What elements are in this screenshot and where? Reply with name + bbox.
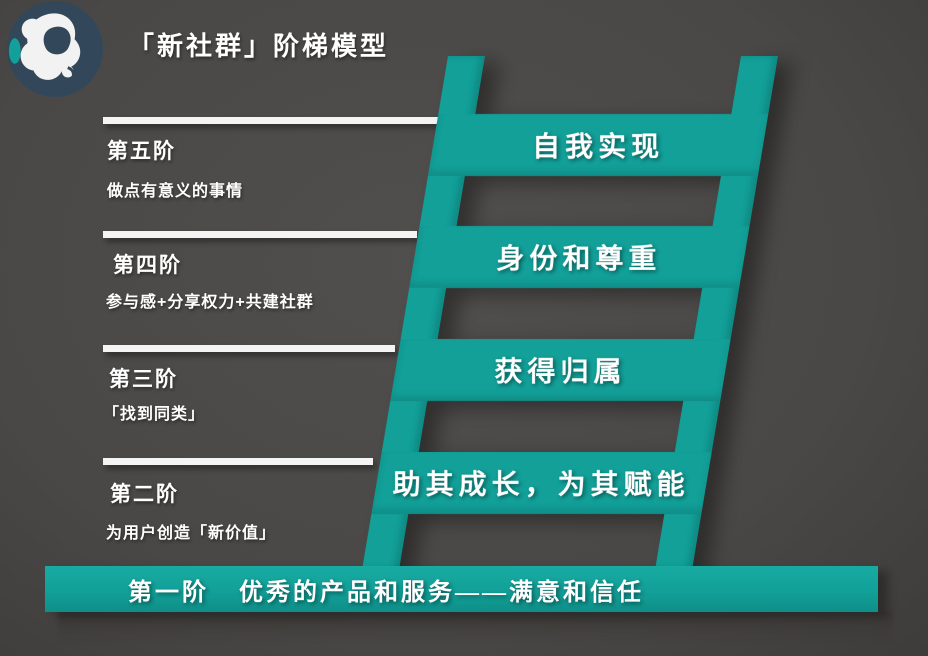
level-2-desc: 为用户创造「新价值」 [106, 525, 277, 542]
level-4-desc: 参与感+分享权力+共建社群 [106, 294, 314, 311]
level-2-name: 第二阶 [110, 483, 179, 506]
level-3-desc: 「找到同类」 [103, 406, 206, 423]
ladder: 自我实现 身份和尊重 获得归属 助其成长，为其赋能 [360, 56, 778, 580]
monkey-logo-icon [6, 0, 104, 98]
ladder-rung-3: 获得归属 [390, 339, 731, 401]
rung-label-identity-respect: 身份和尊重 [496, 244, 662, 275]
rung-label-growth-empower: 助其成长，为其赋能 [393, 470, 691, 501]
level-3-divider [103, 345, 395, 352]
base-level-text: 优秀的产品和服务——满意和信任 [239, 579, 644, 606]
ladder-rung-4: 助其成长，为其赋能 [371, 452, 712, 514]
rung-label-belonging: 获得归属 [494, 357, 627, 388]
base-level-label: 第一阶 [128, 579, 209, 606]
page-title: 「新社群」阶梯模型 [128, 31, 390, 61]
level-4-divider [103, 231, 417, 238]
level-5-name: 第五阶 [107, 140, 176, 163]
level-2-divider [103, 458, 373, 465]
ladder-rung-2: 身份和尊重 [409, 226, 750, 288]
level-3-name: 第三阶 [109, 368, 178, 391]
level-5-desc: 做点有意义的事情 [107, 183, 244, 200]
level-5-divider [103, 117, 439, 124]
base-bar-level-1: 第一阶 优秀的产品和服务——满意和信任 [45, 566, 878, 612]
rung-label-self-actualization: 自我实现 [532, 132, 665, 163]
base-bar-shadow [58, 612, 893, 642]
level-4-name: 第四阶 [113, 254, 182, 277]
logo [6, 0, 104, 98]
ladder-rung-top: 自我实现 [427, 114, 769, 176]
